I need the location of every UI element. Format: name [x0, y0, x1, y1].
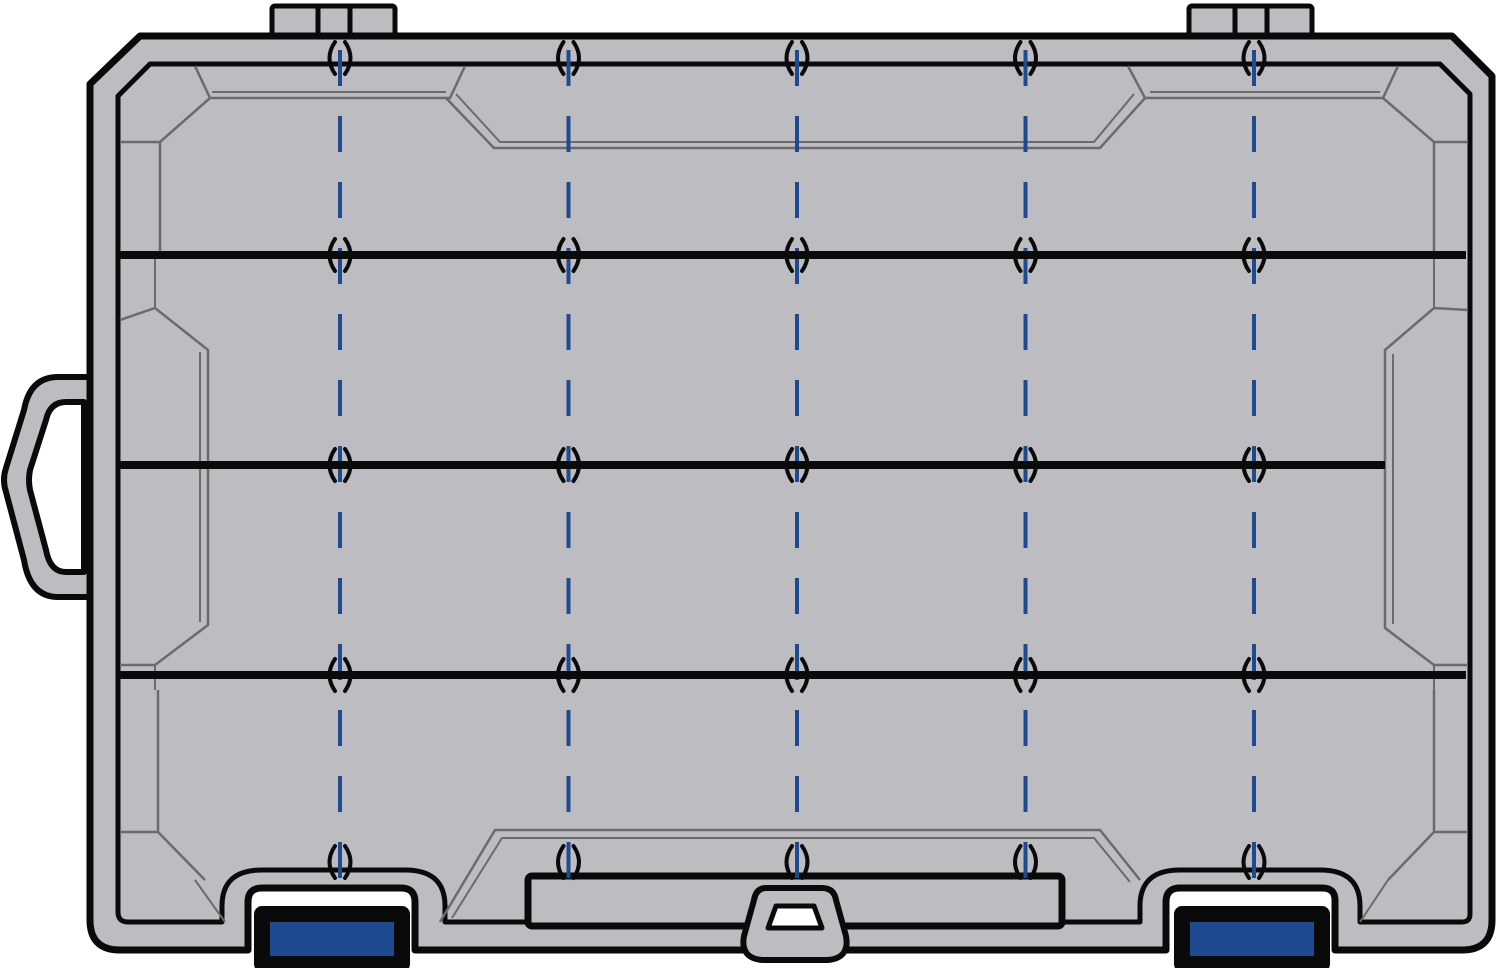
divider-slot-icon	[800, 40, 810, 76]
molded-trim-bottom-left	[194, 879, 226, 923]
handle-opening	[26, 399, 87, 575]
corner-brace-top-left	[120, 97, 211, 255]
latch-face	[1190, 922, 1314, 956]
divider-slot-icon	[1028, 657, 1038, 693]
divider-slot-icon	[1013, 844, 1023, 880]
divider-slot-icon	[1257, 447, 1267, 483]
divider-slot-icon	[556, 657, 566, 693]
divider-slot-icon	[1013, 447, 1023, 483]
molded-trim-bottom-right	[1359, 879, 1389, 923]
divider-slot-icon	[343, 237, 353, 273]
divider-slot-icon	[800, 237, 810, 273]
corner-brace-bottom-right	[1387, 690, 1468, 881]
divider-slot-icon	[571, 844, 581, 880]
divider-slot-icon	[343, 40, 353, 76]
divider-slot-icon	[1028, 447, 1038, 483]
side-handle	[1, 374, 99, 600]
divider-slot-icon	[571, 447, 581, 483]
divider-slot-icon	[1028, 40, 1038, 76]
divider-slot-icon	[327, 657, 337, 693]
molded-panel-bottom-center	[438, 828, 1141, 923]
divider-slot-icon	[327, 237, 337, 273]
center-clasp	[740, 885, 850, 963]
divider-slot-icon	[800, 844, 810, 880]
divider-slots	[327, 40, 1267, 880]
molded-panel-top-right	[1126, 65, 1400, 100]
molded-panel-bottom-center-inner	[451, 837, 1131, 919]
latch-face	[270, 922, 394, 956]
center-clasp-opening	[765, 903, 825, 931]
divider-slot-icon	[556, 447, 566, 483]
divider-slot-icon	[556, 40, 566, 76]
divider-slot-icon	[1241, 844, 1251, 880]
molded-panel-left	[119, 306, 210, 667]
latch-left	[254, 906, 410, 968]
divider-slot-icon	[1241, 40, 1251, 76]
divider-slot-icon	[571, 237, 581, 273]
divider-slot-icon	[1013, 657, 1023, 693]
divider-slot-icon	[1241, 657, 1251, 693]
divider-slot-icon	[1028, 237, 1038, 273]
divider-slot-icon	[1257, 657, 1267, 693]
inner-rim	[115, 61, 1473, 925]
divider-slot-icon	[784, 844, 794, 880]
divider-slot-icon	[1013, 237, 1023, 273]
latch-right	[1174, 906, 1330, 968]
divider-slot-icon	[327, 844, 337, 880]
divider-slot-icon	[784, 40, 794, 76]
corner-brace-top-right	[1382, 97, 1468, 255]
divider-slot-icon	[1241, 237, 1251, 273]
divider-slot-icon	[343, 657, 353, 693]
divider-slot-icon	[1257, 844, 1267, 880]
divider-slot-icon	[1257, 40, 1267, 76]
molded-panel-right	[1383, 306, 1469, 667]
corner-brace-bottom-left	[120, 690, 206, 881]
divider-slot-icon	[800, 657, 810, 693]
case-body	[86, 32, 1496, 954]
divider-slot-icon	[343, 447, 353, 483]
divider-slot-icon	[571, 657, 581, 693]
divider-slot-icon	[571, 40, 581, 76]
divider-slot-icon	[1241, 447, 1251, 483]
molded-panel-top-left	[193, 65, 467, 100]
divider-slot-icon	[784, 447, 794, 483]
divider-slot-icon	[556, 237, 566, 273]
divider-slot-icon	[327, 447, 337, 483]
divider-slot-icon	[1028, 844, 1038, 880]
divider-slot-icon	[327, 40, 337, 76]
divider-slot-icon	[800, 447, 810, 483]
divider-slot-icon	[556, 844, 566, 880]
divider-slot-icon	[343, 844, 353, 880]
divider-slot-icon	[784, 237, 794, 273]
divider-slot-icon	[1257, 237, 1267, 273]
divider-slot-icon	[1013, 40, 1023, 76]
divider-slot-icon	[784, 657, 794, 693]
